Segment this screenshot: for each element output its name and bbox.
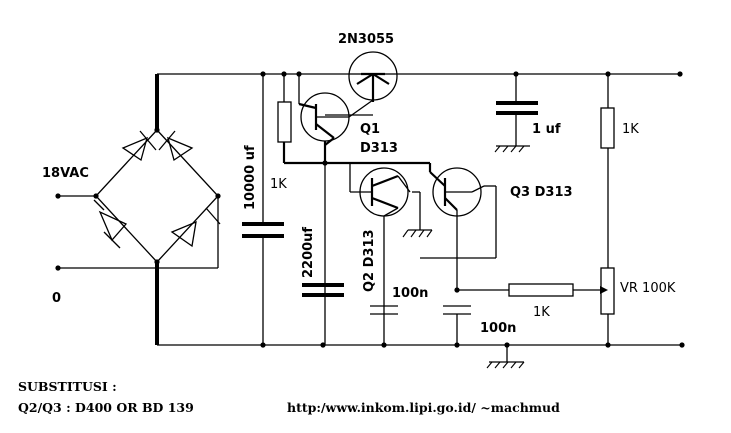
potentiometer-label: VR 100K [620,281,676,296]
resistor-top-label: 1K [622,122,639,137]
bridge-rectifier [93,74,221,345]
transistor-q3-label: Q3 D313 [510,185,573,200]
ground-rail [157,342,685,348]
potentiometer-vr100k: VR 100K [600,267,676,345]
capacitor-10000uf: 10000 uf [242,74,284,345]
transistor-2n3055: 2N3055 [338,32,398,102]
capacitor-2200uf-label: 2200uf [301,227,316,278]
zero-label: 0 [52,291,61,306]
diode-d2 [158,130,194,162]
footer-url: http:/www.inkom.lipi.go.id/ ~machmud [287,400,560,415]
resistor-top-1k: 1K [600,74,639,268]
capacitor-1uf-label: 1 uf [532,122,561,137]
diode-d4 [170,207,221,248]
capacitor-100n-a-label: 100n [392,286,428,301]
footer-notes: SUBSTITUSI : Q2/Q3 : D400 OR BD 139 http… [18,379,560,415]
resistor-base-label: 1K [270,177,287,192]
transistor-q2: Q2 D313 [359,167,421,345]
diode-d1 [121,130,157,162]
diode-d3 [93,199,128,249]
footer-substitution: Q2/Q3 : D400 OR BD 139 [18,400,194,415]
base-drive-wiring [284,160,432,345]
capacitor-100n-a: 100n [370,286,428,315]
transistor-q1-type: D313 [360,141,398,156]
capacitor-100n-b-label: 100n [480,321,516,336]
capacitor-2200uf: 2200uf [301,227,344,297]
footer-title: SUBSTITUSI : [18,379,117,394]
capacitor-100n-b: 100n [443,287,516,345]
capacitor-10000uf-label: 10000 uf [243,145,258,210]
transistor-q1: Q1 D313 [298,74,398,163]
transistor-2n3055-label: 2N3055 [338,32,394,47]
ground-emitter [402,229,433,238]
resistor-feedback-1k: 1K [457,283,608,320]
resistor-base-1k: 1K [270,74,292,192]
resistor-feedback-label: 1K [533,305,550,320]
positive-rail [157,71,683,77]
transistor-q2-label: Q2 D313 [362,229,377,292]
transistor-q3: Q3 D313 [420,167,573,290]
transistor-q1-label: Q1 [360,122,380,137]
ac-input: 18VAC 0 [42,166,219,306]
capacitor-1uf: 1 uf [494,74,561,153]
ac-input-label: 18VAC [42,166,89,181]
ground-main [486,345,525,369]
